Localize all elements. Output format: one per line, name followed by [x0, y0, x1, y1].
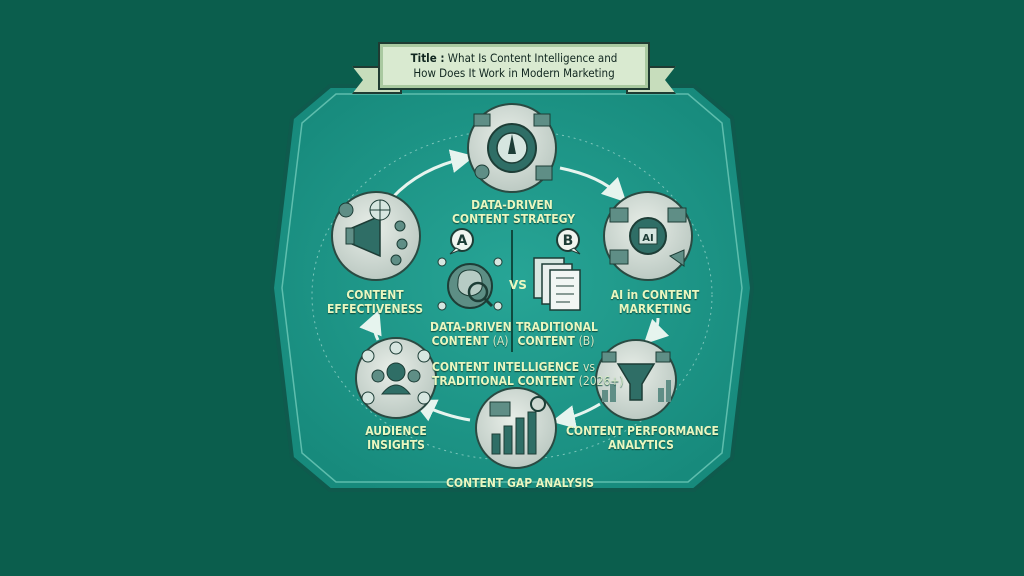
badge-b: B: [556, 228, 581, 255]
vs-label: VS: [509, 278, 527, 292]
cycle-arrows: [359, 149, 670, 429]
ai-chip-icon: AI: [609, 207, 687, 267]
arrow-audience-to-effectiveness: [359, 309, 382, 341]
arrow-ai-to-analytics: [643, 317, 670, 345]
audience-group-icon: [361, 341, 431, 405]
node-strategy: [467, 103, 557, 193]
brain-analytics-icon: [437, 257, 503, 311]
badge-a-text: A: [457, 233, 468, 249]
bar-chart-icon: [489, 396, 546, 455]
badge-b-text: B: [563, 233, 574, 249]
title-banner: Title : What Is Content Intelligence and…: [378, 42, 650, 90]
arrow-strategy-to-ai: [559, 166, 627, 203]
comparison-center: A B: [437, 228, 581, 352]
svg-text:AI: AI: [642, 233, 653, 244]
comparison-caption: CONTENT INTELLIGENCE vs TRADITIONAL CONT…: [432, 360, 624, 388]
title-line-1: Title : What Is Content Intelligence and: [411, 51, 618, 66]
documents-icon: [533, 257, 581, 311]
node-gap: [475, 387, 557, 469]
node-audience: [355, 337, 437, 419]
arrow-analytics-to-gap: [551, 402, 601, 429]
title-text-1: What Is Content Intelligence and: [447, 51, 618, 65]
title-line-2: How Does It Work in Modern Marketing: [413, 66, 615, 80]
badge-a: A: [449, 228, 474, 255]
funnel-icon: [601, 351, 671, 402]
title-prefix: Title :: [410, 51, 445, 65]
megaphone-icon: [338, 199, 408, 266]
arrow-effectiveness-to-strategy: [390, 149, 475, 200]
node-ai: AI: [603, 191, 693, 281]
compass-dashboard-icon: [473, 113, 553, 181]
label-data-driven-content: DATA-DRIVEN CONTENT (A): [430, 320, 512, 348]
cycle-orbit: [311, 129, 713, 461]
label-traditional-content: TRADITIONAL CONTENT (B): [516, 320, 598, 348]
node-effectiveness: [331, 191, 421, 281]
node-analytics: [595, 339, 677, 421]
label-gap: CONTENT GAP ANALYSIS: [446, 476, 595, 490]
